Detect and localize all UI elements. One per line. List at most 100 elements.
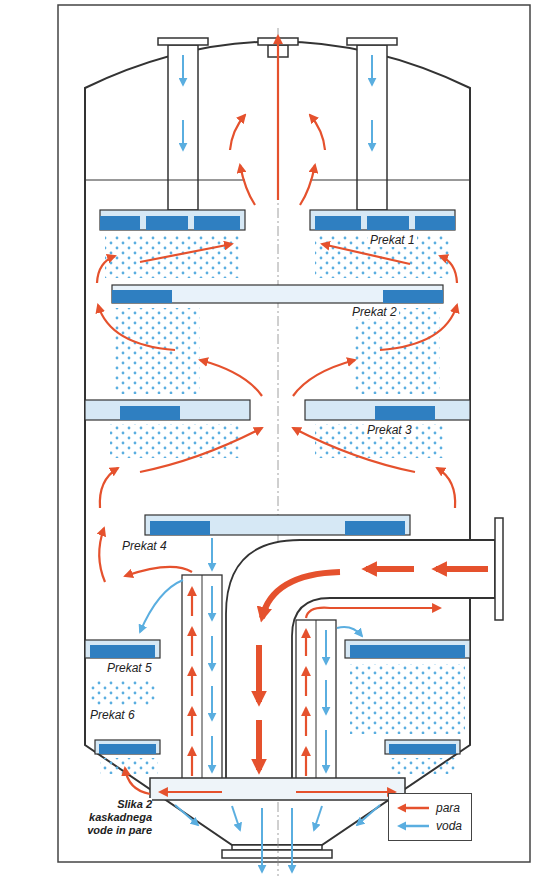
flange xyxy=(347,38,397,45)
baffle xyxy=(85,180,245,181)
frame xyxy=(58,5,530,862)
hood xyxy=(150,778,405,800)
steam-arrow xyxy=(256,720,262,770)
water-arrow xyxy=(357,805,380,825)
steam-arrow xyxy=(140,428,262,472)
tray-water xyxy=(375,406,435,420)
tray xyxy=(305,400,470,420)
water-arrow xyxy=(175,805,198,825)
steam-inlet-arrows xyxy=(259,569,488,770)
water-arrow xyxy=(371,55,373,85)
steam-arrow xyxy=(440,256,457,283)
tray-water xyxy=(150,521,210,535)
legend-row: para xyxy=(396,799,462,817)
steam-arrow xyxy=(98,305,175,350)
tube xyxy=(296,620,336,780)
tray-label: Prekat 4 xyxy=(120,539,169,553)
steam-arrow xyxy=(310,115,325,150)
tray-water xyxy=(112,290,172,303)
water-arrow xyxy=(325,630,327,664)
tray xyxy=(85,640,160,658)
steam-arrow xyxy=(296,791,395,793)
tray-water xyxy=(315,216,361,230)
flange xyxy=(495,518,503,620)
water-arrow xyxy=(211,538,213,570)
steam-arrow xyxy=(191,668,193,696)
steam-arrow xyxy=(191,748,193,776)
water-arrow xyxy=(182,55,184,85)
water-arrow xyxy=(182,120,184,150)
tray-label: Prekat 3 xyxy=(365,423,414,437)
steam-arrow xyxy=(262,572,340,618)
tray xyxy=(95,740,160,754)
tray-water xyxy=(367,216,409,230)
tray xyxy=(85,400,250,420)
tray-water xyxy=(345,521,405,535)
legend-swatch xyxy=(396,803,430,813)
flange xyxy=(222,850,332,858)
legend-arrow-line xyxy=(404,807,429,810)
water-arrow xyxy=(291,808,293,872)
steam-arrow xyxy=(322,244,410,264)
legend-row: voda xyxy=(396,817,462,835)
water-drops xyxy=(115,308,200,394)
water-drops xyxy=(355,308,440,394)
legend-arrow-head xyxy=(397,804,406,813)
water-arrow xyxy=(325,730,327,772)
tube xyxy=(182,575,222,780)
tray-water xyxy=(350,645,465,658)
legend-arrow-line xyxy=(404,825,429,828)
steam-arrow xyxy=(300,165,315,205)
steam-arrow xyxy=(366,566,414,572)
steam-arrow xyxy=(306,608,440,618)
steam-arrow xyxy=(100,468,118,508)
steam-arrow xyxy=(191,588,193,616)
water-drops xyxy=(105,236,240,278)
tray-water xyxy=(90,645,155,658)
steam-arrow xyxy=(305,748,307,776)
steam-arrow xyxy=(305,630,307,656)
water-drops xyxy=(350,664,465,734)
tray-water xyxy=(100,216,140,230)
legend-swatch xyxy=(396,821,430,831)
tray xyxy=(145,515,410,535)
steam-arrow xyxy=(437,468,455,508)
water-arrow xyxy=(314,806,322,830)
water-arrow xyxy=(211,636,213,670)
water-drops xyxy=(90,680,155,706)
tube-wall xyxy=(316,620,317,780)
tray-label: Prekat 1 xyxy=(368,233,417,247)
tray xyxy=(112,285,443,303)
baffle xyxy=(310,180,470,181)
steam-arrow xyxy=(160,791,222,793)
tray-label: Prekat 6 xyxy=(88,708,137,722)
steam-arrow xyxy=(305,708,307,736)
steam-arrow xyxy=(240,165,255,205)
water-drops xyxy=(390,758,455,774)
nozzle-pipe xyxy=(168,45,198,210)
steam-arrow xyxy=(140,244,232,262)
legend-label: voda xyxy=(436,819,462,833)
water-drops xyxy=(110,424,240,458)
steam-arrow xyxy=(99,528,105,582)
water-arrows xyxy=(140,55,380,872)
steam-arrow xyxy=(256,645,262,702)
steam-arrow xyxy=(293,360,355,396)
tray-label: Prekat 2 xyxy=(350,305,399,319)
water-arrow xyxy=(261,808,263,872)
steam-arrow xyxy=(200,360,262,396)
legend-label: para xyxy=(436,801,460,815)
legend-box: para voda xyxy=(388,793,472,841)
steam-arrow xyxy=(191,708,193,736)
water-arrow xyxy=(371,120,373,150)
tray xyxy=(385,740,460,754)
water-arrow xyxy=(325,680,327,714)
tray-water xyxy=(389,744,456,754)
steam-arrow xyxy=(125,768,150,794)
steam-arrow xyxy=(125,567,192,576)
water-arrow xyxy=(232,806,240,830)
tray xyxy=(100,210,245,230)
nozzle-pipe xyxy=(357,45,387,210)
steam-arrow xyxy=(97,256,115,283)
